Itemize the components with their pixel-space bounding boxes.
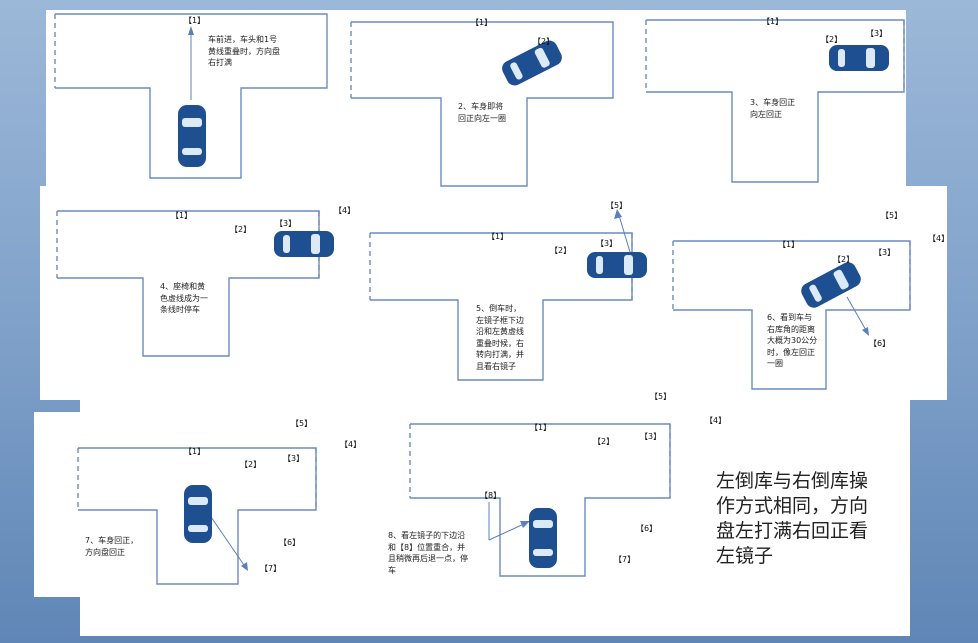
step-2-text: 2、车身即将回正向左一圈 (458, 102, 506, 123)
car-step-1 (178, 105, 206, 167)
step-3-text: 3、车身回正向左回正 (750, 98, 796, 119)
step-7-text: 7、车身回正，方向盘回正 (85, 536, 139, 557)
marker-2: 【2】 (550, 246, 572, 255)
marker-1: 【1】 (487, 232, 509, 241)
car-step-7 (184, 485, 212, 543)
car-step-3 (829, 45, 889, 71)
marker-1: 【1】 (471, 18, 493, 27)
step-4-text: 4、座椅和黄色虚线成为一条线时停车 (160, 282, 208, 315)
car-step-6 (801, 262, 861, 308)
car-step-4 (274, 231, 334, 257)
marker-8: 【8】 (480, 491, 502, 500)
marker-6: 【6】 (279, 538, 301, 547)
marker-5: 【5】 (650, 392, 672, 401)
marker-2: 【2】 (833, 255, 855, 264)
marker-5: 【5】 (881, 211, 903, 220)
marker-3: 【3】 (283, 454, 305, 463)
step-8-text: 8、看左镜子的下边沿和【8】位置重合，并且稍微再后退一点，停 车 (388, 531, 468, 575)
marker-1: 【1】 (762, 17, 784, 26)
marker-1: 【1】 (778, 240, 800, 249)
marker-4: 【4】 (705, 416, 727, 425)
marker-7: 【7】 (260, 564, 282, 573)
marker-2: 【2】 (533, 37, 555, 46)
car-step-2 (502, 40, 562, 86)
marker-4: 【4】 (340, 440, 362, 449)
panel-bottom (80, 398, 910, 636)
marker-2: 【2】 (230, 225, 252, 234)
marker-6: 【6】 (636, 524, 658, 533)
marker-1: 【1】 (184, 16, 206, 25)
step-1-text: 车前进，车头和1号黄线重叠时，方向盘右打满 (208, 35, 280, 68)
marker-6: 【6】 (869, 339, 891, 348)
summary-text: 左倒库与右倒库操作方式相同，方向盘左打满右回正看左镜子 (716, 470, 869, 568)
marker-3: 【3】 (874, 248, 896, 257)
marker-3: 【3】 (275, 219, 297, 228)
marker-1: 【1】 (530, 423, 552, 432)
marker-5: 【5】 (291, 419, 313, 428)
marker-4: 【4】 (928, 234, 950, 243)
marker-2: 【2】 (240, 460, 262, 469)
marker-3: 【3】 (596, 239, 618, 248)
marker-1: 【1】 (184, 447, 206, 456)
step-6-text: 6、看到车与右库角的距离大概为30公分 时，像左回正一圈 (767, 313, 818, 369)
marker-7: 【7】 (614, 555, 636, 564)
car-step-5 (587, 252, 647, 278)
marker-5: 【5】 (606, 201, 628, 210)
marker-3: 【3】 (866, 29, 888, 38)
marker-1: 【1】 (171, 211, 193, 220)
marker-3: 【3】 (640, 432, 662, 441)
marker-2: 【2】 (821, 35, 843, 44)
panel-middle (40, 186, 947, 400)
marker-4: 【4】 (334, 206, 356, 215)
car-step-8 (529, 508, 557, 568)
step-5-text: 5、倒车时，左镜子框下边沿和左黄虚线 重叠时候，右转向打满，并且看右镜子 (476, 304, 524, 371)
marker-2: 【2】 (593, 437, 615, 446)
